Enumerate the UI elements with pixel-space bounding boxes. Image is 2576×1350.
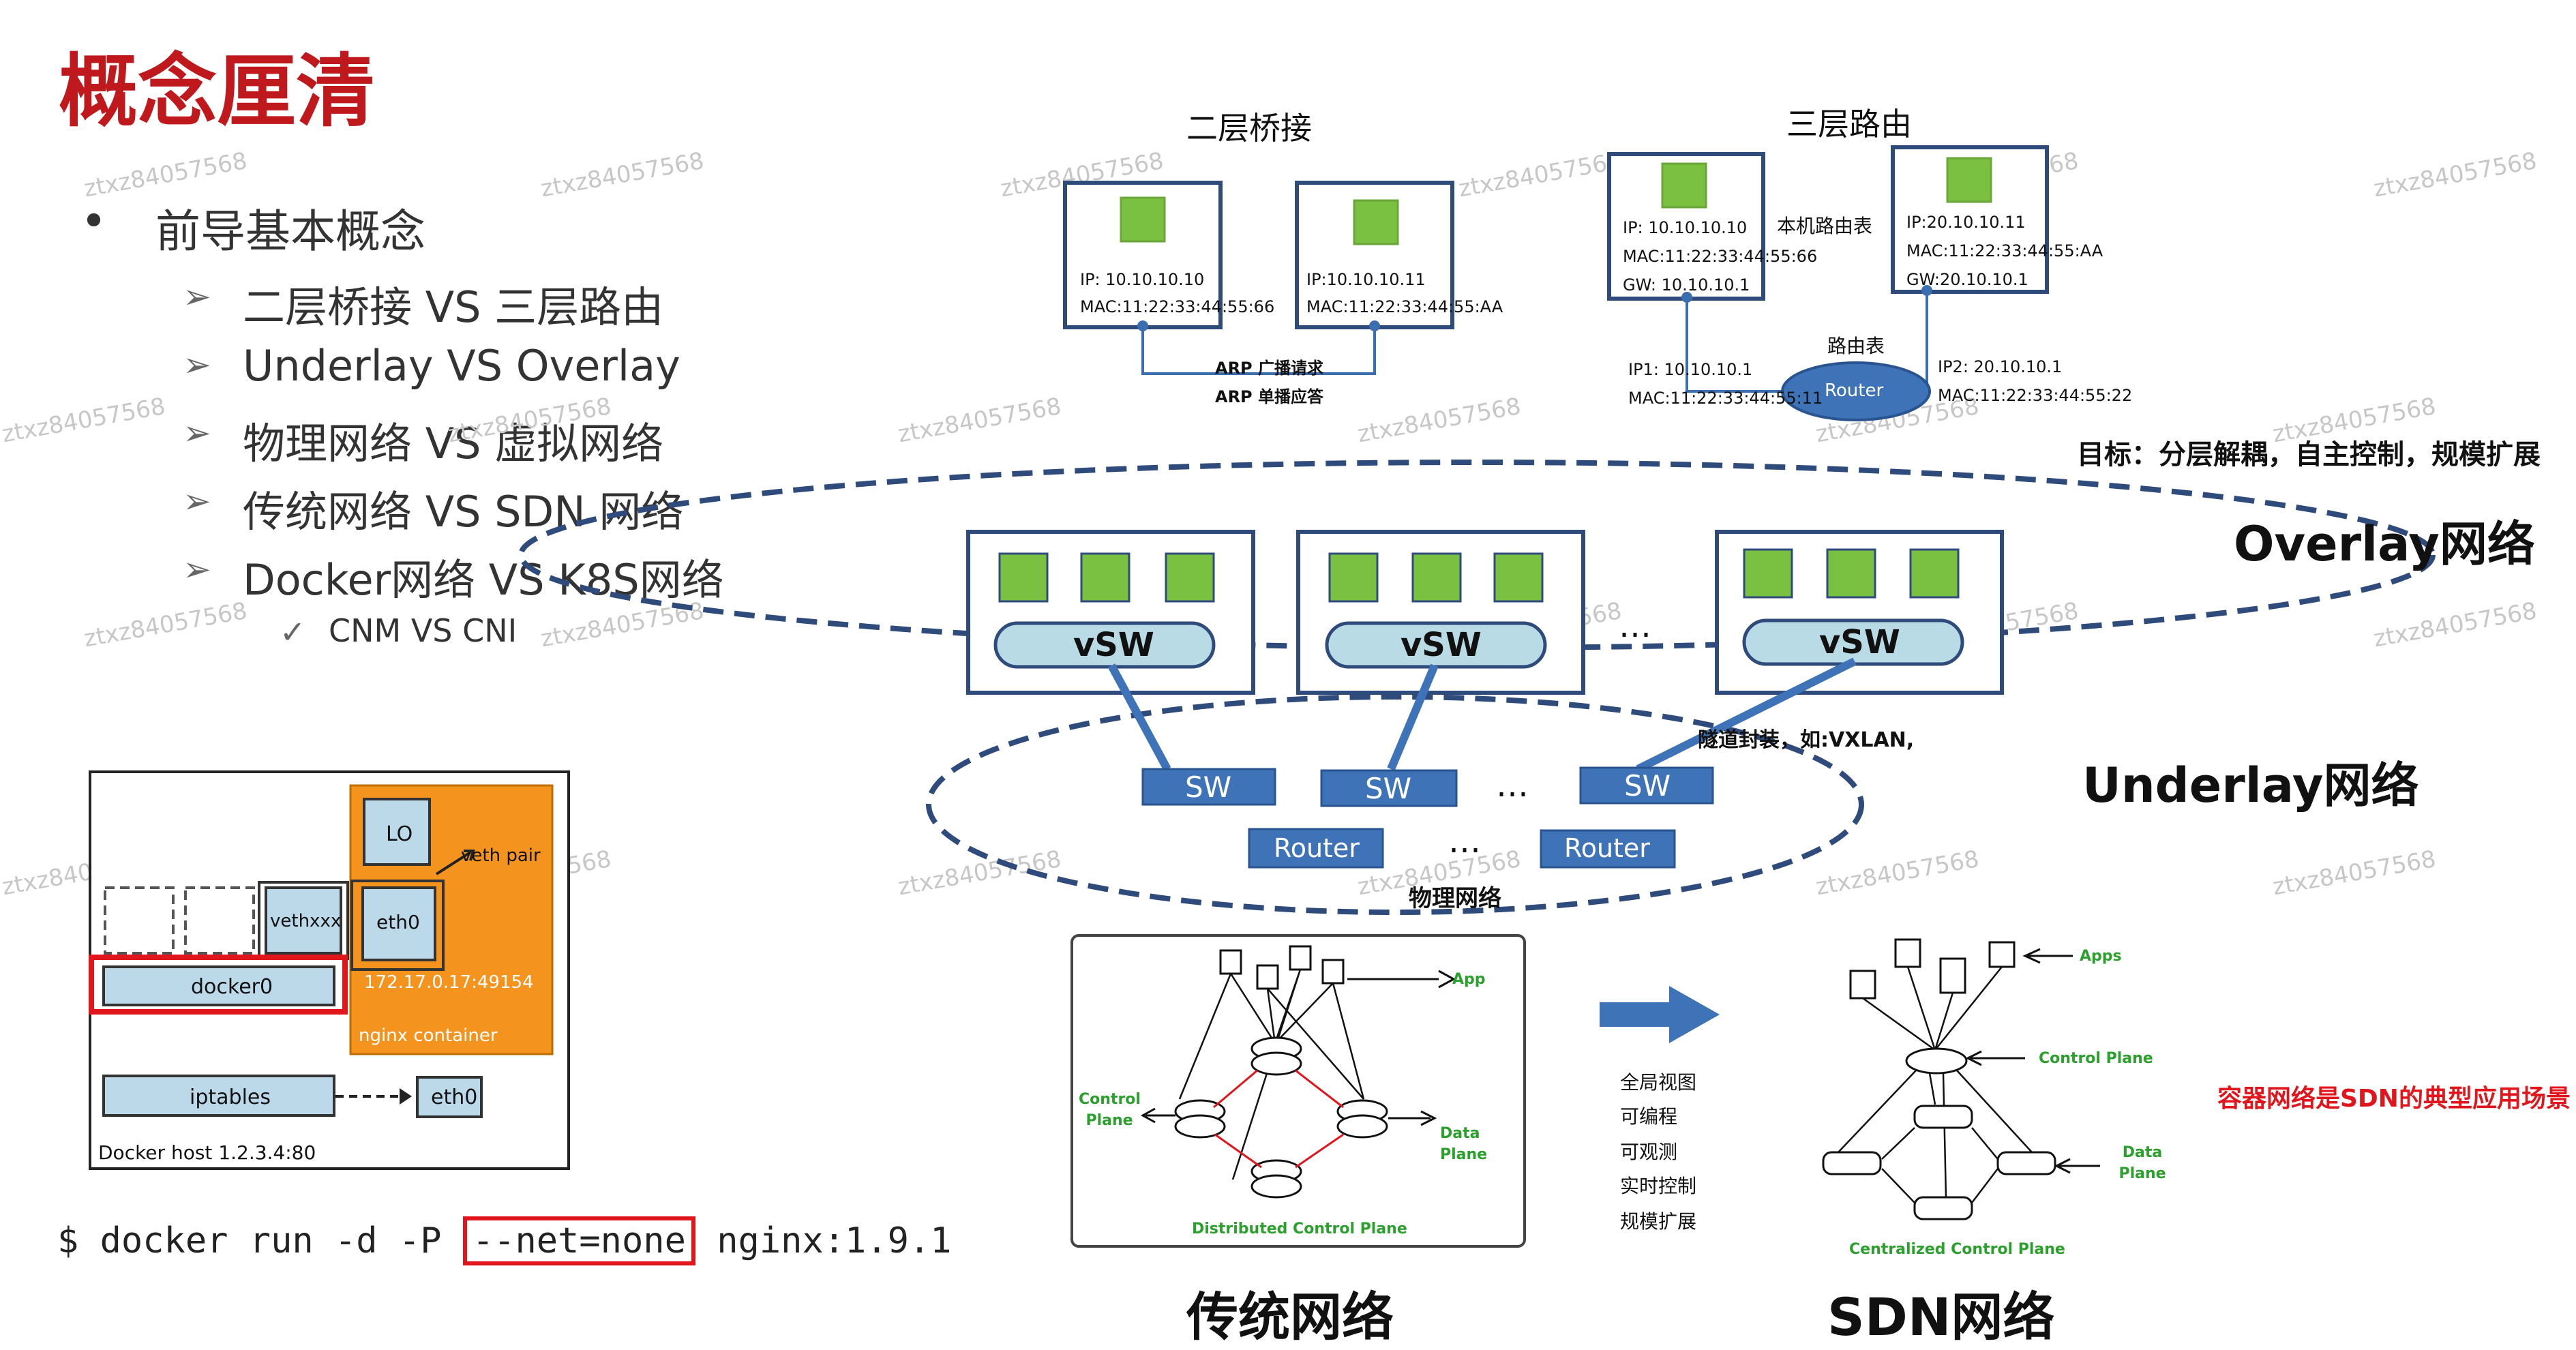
sdn-data-plane-label: Data Plane: [2118, 1144, 2166, 1182]
docker0-label: docker0: [191, 975, 273, 999]
docker-command: $ docker run -d -P --net=none nginx:1.9.…: [57, 1216, 952, 1265]
physical-network-label: 物理网络: [1409, 885, 1501, 912]
bridge-host1-ip: IP: 10.10.10.10: [1080, 270, 1205, 289]
bridging-title: 二层桥接: [1186, 110, 1312, 147]
underlay-ellipsis-2: …: [1448, 822, 1481, 860]
route-host2-gw: GW:20.10.10.1: [1906, 270, 2028, 289]
arp-request-label: ARP 广播请求: [1215, 359, 1323, 378]
feature-item: 可编程: [1620, 1105, 1678, 1128]
lo-label: LO: [386, 822, 413, 846]
traditional-data-plane-label: Data Plane: [1440, 1125, 1488, 1163]
tunnel-label: 隧道封装，如:VXLAN,: [1698, 728, 1915, 752]
sw-label-1: SW: [1185, 770, 1232, 804]
container-eth0-label: eth0: [376, 911, 420, 933]
outline-item-5: Docker网络 VS K8S网络: [243, 555, 724, 605]
overlay-label: Overlay网络: [2234, 516, 2535, 572]
vethxxx-label: vethxxx: [270, 911, 342, 931]
route-host2-ip: IP:20.10.10.11: [1906, 213, 2026, 232]
feature-item: 全局视图: [1620, 1071, 1697, 1094]
underlay-router-label-2: Router: [1564, 833, 1650, 863]
bridge-host2-ip: IP:10.10.10.11: [1306, 270, 1426, 289]
outline-item-1: 二层桥接 VS 三层路由: [243, 282, 664, 332]
feature-item: 可观测: [1620, 1141, 1678, 1163]
arp-reply-label: ARP 单播应答: [1215, 387, 1323, 406]
vsw-label-3: vSW: [1819, 623, 1900, 661]
arrow-bullet-icon: ➢: [183, 481, 211, 521]
route-table-label: 路由表: [1827, 335, 1885, 357]
vsw-label-1: vSW: [1073, 626, 1154, 664]
route-host1-gw: GW: 10.10.10.1: [1623, 275, 1750, 295]
vsw-label-2: vSW: [1401, 626, 1482, 664]
outline-item-3: 物理网络 VS 虚拟网络: [243, 419, 664, 468]
traditional-network-label: 传统网络: [1186, 1287, 1394, 1347]
sw-label-3: SW: [1624, 769, 1671, 802]
traditional-control-plane-label: Control Plane: [1079, 1091, 1141, 1129]
router-label: Router: [1825, 380, 1884, 401]
underlay-router-label-1: Router: [1274, 833, 1360, 863]
command-prefix: $ docker run -d -P: [57, 1220, 463, 1261]
goal-text: 目标：分层解耦，自主控制，规模扩展: [2077, 439, 2541, 470]
router-mac1: MAC:11:22:33:44:55:11: [1628, 389, 1823, 408]
routing-title: 三层路由: [1786, 106, 1912, 142]
router-ip1: IP1: 10.10.10.1: [1628, 360, 1753, 379]
outline-item-4: 传统网络 VS SDN 网络: [243, 487, 684, 537]
command-suffix: nginx:1.9.1: [695, 1220, 952, 1261]
traditional-app-label: App: [1452, 971, 1486, 988]
command-highlight: --net=none: [462, 1216, 695, 1265]
iptables-label: iptables: [190, 1085, 271, 1109]
arrow-bullet-icon: ➢: [183, 413, 211, 453]
underlay-ellipsis-1: …: [1496, 766, 1529, 805]
route-host1-mac: MAC:11:22:33:44:55:66: [1623, 247, 1818, 266]
veth-pair-label: veth pair: [461, 845, 541, 866]
bullet-dot: •: [80, 195, 107, 247]
arrow-bullet-icon: ➢: [183, 277, 211, 316]
bridge-host2-mac: MAC:11:22:33:44:55:AA: [1306, 297, 1503, 316]
outline-main: 前导基本概念: [155, 205, 425, 258]
route-host1-ip: IP: 10.10.10.10: [1623, 218, 1748, 237]
ip-port-label: 172.17.0.17:49154: [364, 972, 534, 993]
sdn-network-label: SDN网络: [1827, 1287, 2055, 1347]
distributed-control-plane-caption: Distributed Control Plane: [1192, 1220, 1407, 1238]
local-route-table-label: 本机路由表: [1777, 215, 1873, 237]
overlay-ellipsis: …: [1619, 607, 1651, 645]
centralized-control-plane-caption: Centralized Control Plane: [1849, 1241, 2065, 1258]
router-ip2: IP2: 20.10.10.1: [1938, 357, 2063, 376]
check-icon: ✓: [280, 614, 306, 650]
router-mac2: MAC:11:22:33:44:55:22: [1938, 386, 2133, 405]
bridge-host1-mac: MAC:11:22:33:44:55:66: [1080, 297, 1275, 316]
page-title: 概念厘清: [59, 46, 375, 138]
outline-item-2: Underlay VS Overlay: [243, 341, 680, 391]
sw-label-2: SW: [1365, 772, 1412, 805]
sdn-control-plane-label: Control Plane: [2039, 1050, 2153, 1067]
feature-item: 规模扩展: [1620, 1210, 1697, 1233]
arrow-bullet-icon: ➢: [183, 550, 211, 589]
feature-item: 实时控制: [1620, 1175, 1697, 1197]
conclusion-text: 容器网络是SDN的典型应用场景: [2217, 1085, 2571, 1113]
route-host2-mac: MAC:11:22:33:44:55:AA: [1906, 241, 2103, 260]
docker-host-label: Docker host 1.2.3.4:80: [98, 1141, 316, 1164]
underlay-label: Underlay网络: [2082, 758, 2419, 813]
container-name-label: nginx container: [359, 1025, 498, 1046]
host-eth0-label: eth0: [431, 1085, 478, 1109]
outline-sub-item: CNM VS CNI: [329, 612, 518, 649]
arrow-bullet-icon: ➢: [183, 345, 211, 385]
sdn-apps-label: Apps: [2080, 948, 2122, 965]
